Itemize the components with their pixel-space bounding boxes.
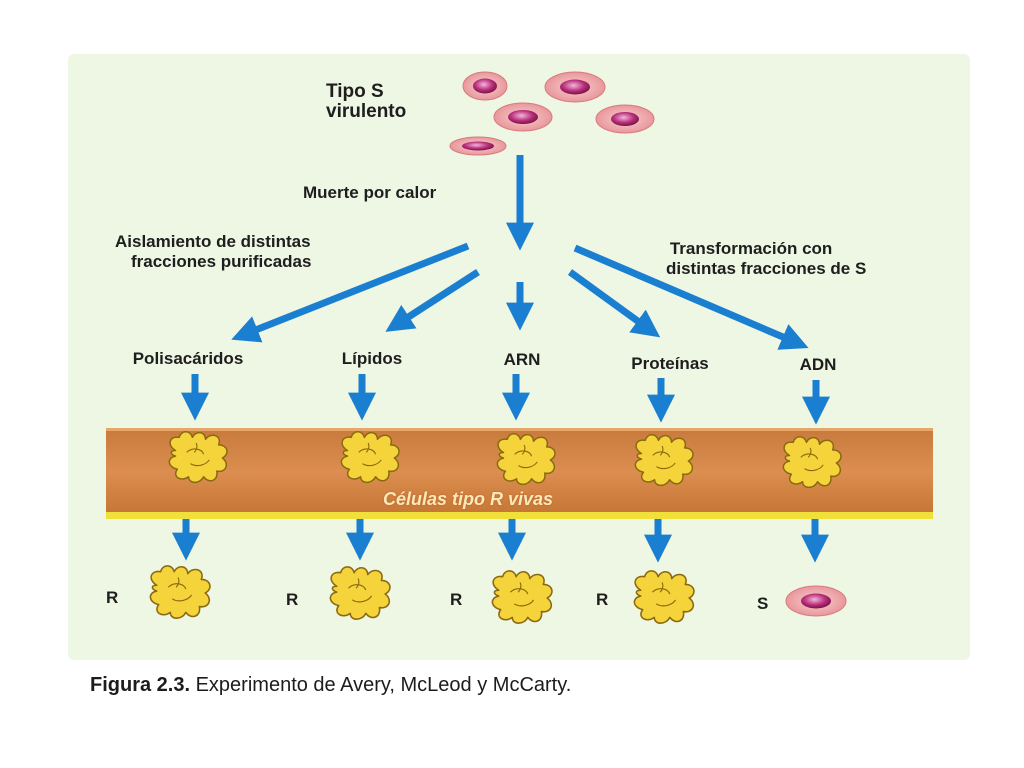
fraction-label-lipidos: Lípidos <box>341 349 403 368</box>
arrow-to-polisacaridos <box>231 242 470 343</box>
fraction-label-polisacaridos: Polisacáridos <box>132 349 244 368</box>
virulent-s-cells <box>449 71 655 156</box>
s-cell <box>449 136 507 156</box>
result-r-cell <box>329 566 391 621</box>
isolation-label: Aislamiento de distintas fracciones puri… <box>115 232 311 272</box>
arrows <box>172 155 830 563</box>
s-cell <box>544 71 606 103</box>
result-s-cell <box>785 585 847 617</box>
title-line-2: virulento <box>326 101 407 122</box>
fraction-label-arn: ARN <box>503 350 541 369</box>
figure-number: Figura 2.3. <box>90 674 191 696</box>
result-letter-3: R <box>450 590 463 609</box>
virulent-type-title: Tipo S virulento <box>326 82 406 122</box>
isolation-label-line-2: fracciones purificadas <box>131 252 312 271</box>
transformation-label-line-1: Transformación con <box>669 239 833 258</box>
s-cell <box>493 102 553 132</box>
arrow-to-adn <box>573 244 809 350</box>
result-letter-5: S <box>757 594 769 613</box>
isolation-label-line-1: Aislamiento de distintas <box>115 232 311 251</box>
s-cell <box>595 104 655 134</box>
transformation-label-line-2: distintas fracciones de S <box>666 259 867 278</box>
figure-caption: Figura 2.3. Experimento de Avery, McLeod… <box>90 674 571 697</box>
figure-caption-text: Experimento de Avery, McLeod y McCarty. <box>195 674 572 696</box>
result-r-cell <box>633 570 695 625</box>
result-r-cell <box>149 565 211 620</box>
result-r-cell <box>491 570 553 625</box>
result-cells <box>149 565 847 625</box>
fraction-label-adn: ADN <box>799 355 837 374</box>
result-letter-2: R <box>286 590 299 609</box>
result-letter-4: R <box>596 590 609 609</box>
arrow-to-proteinas <box>567 269 661 338</box>
arrow-to-lipidos <box>385 269 480 332</box>
heat-kill-label: Muerte por calor <box>303 183 437 202</box>
s-cell <box>462 71 508 101</box>
live-r-cells-label: Células tipo R vivas <box>383 489 554 509</box>
title-line-1: Tipo S <box>326 81 384 102</box>
result-letter-1: R <box>106 588 119 607</box>
live-r-cells-band <box>106 428 933 519</box>
transformation-label: Transformación con distintas fracciones … <box>666 239 866 279</box>
fraction-label-proteinas: Proteínas <box>631 354 709 373</box>
